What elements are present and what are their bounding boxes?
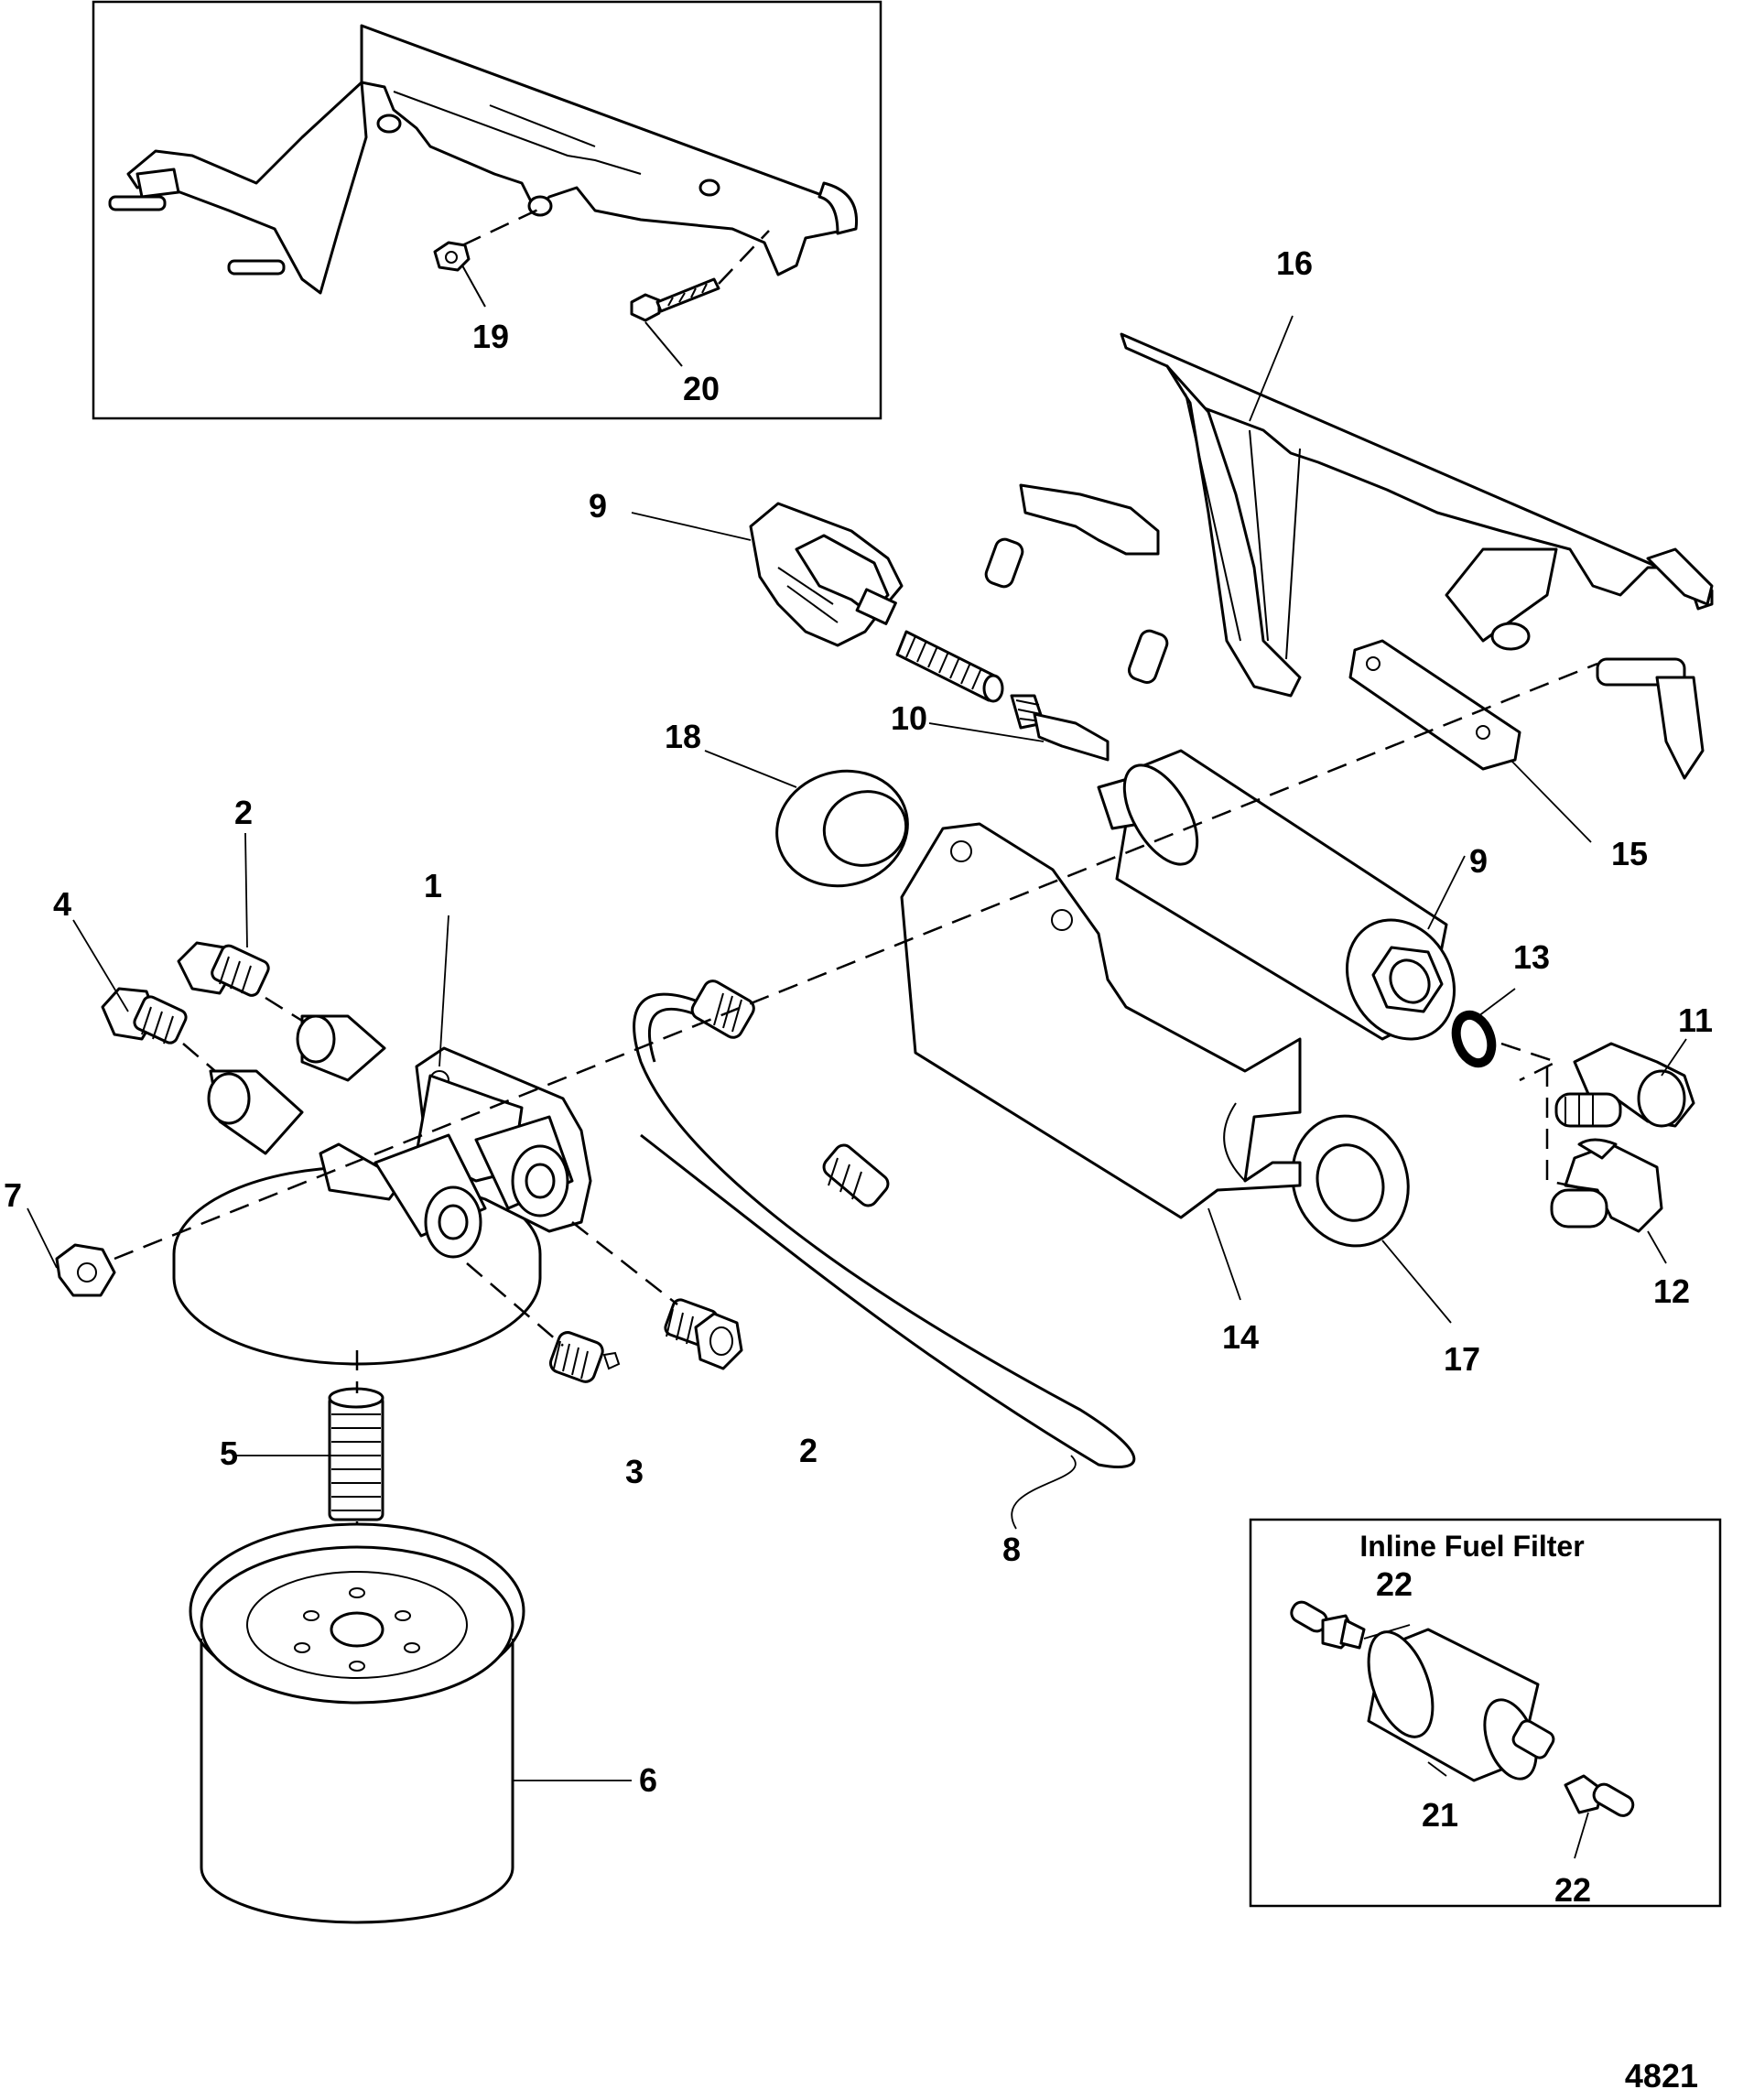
callout-13: 13 xyxy=(1513,938,1550,976)
port-right-b xyxy=(474,1115,574,1218)
connector-9-part xyxy=(749,502,904,647)
callout-7: 7 xyxy=(4,1176,22,1214)
callout-20: 20 xyxy=(683,370,720,407)
callout-22-lower: 22 xyxy=(1554,1871,1591,1909)
callout-15: 15 xyxy=(1611,835,1648,872)
callout-2-upper: 2 xyxy=(234,794,253,831)
o-ring-13-part xyxy=(1451,1010,1497,1068)
nipple-5-part xyxy=(328,1387,384,1521)
inline-fuel-filter-21-part xyxy=(1367,1628,1555,1782)
callout-8: 8 xyxy=(1002,1531,1021,1568)
filter-canister-6-part xyxy=(189,1522,525,1924)
elbow-fitting-11-part xyxy=(1554,1042,1695,1128)
plug-4-part xyxy=(101,987,188,1045)
callout-3: 3 xyxy=(625,1453,644,1490)
plug-2-upper-part xyxy=(177,941,270,997)
grommet-18-part xyxy=(775,769,909,888)
figure-number: 4821 xyxy=(1625,2057,1698,2095)
terminal-10-part xyxy=(1010,694,1110,762)
callout-17: 17 xyxy=(1444,1340,1480,1378)
filter-head-1-part xyxy=(172,1014,592,1366)
fuel-pump-9-part xyxy=(1097,749,1456,1041)
nut-7-part xyxy=(55,1243,116,1297)
callout-6: 6 xyxy=(639,1761,657,1799)
barb-fitting-22-lower-part xyxy=(1564,1774,1635,1817)
callout-11: 11 xyxy=(1678,1001,1713,1039)
port-left-upper xyxy=(296,1014,386,1082)
screw-20-part xyxy=(630,277,720,322)
callout-18: 18 xyxy=(665,718,701,755)
barb-fitting-22-upper-part xyxy=(1290,1600,1366,1650)
mounting-bracket-14-part xyxy=(900,822,1302,1219)
inset-bracket xyxy=(108,24,859,295)
callout-1: 1 xyxy=(424,867,442,904)
nut-19-part xyxy=(433,241,471,272)
callout-12: 12 xyxy=(1653,1272,1690,1310)
callout-9-pump: 9 xyxy=(1469,842,1488,880)
inset-title: Inline Fuel Filter xyxy=(1359,1530,1584,1563)
inline-filter-inset-frame xyxy=(1249,1518,1722,1908)
callout-9-connector: 9 xyxy=(589,487,607,525)
callout-22-upper: 22 xyxy=(1376,1565,1413,1603)
callout-10: 10 xyxy=(891,699,927,737)
spring-part xyxy=(895,630,1004,703)
plate-15-part xyxy=(1348,639,1521,771)
callout-16: 16 xyxy=(1276,244,1313,282)
plug-2-lower-part xyxy=(664,1298,743,1370)
leader-lines xyxy=(27,315,1687,1859)
bracket-16-part xyxy=(984,332,1714,780)
callout-19: 19 xyxy=(472,318,509,355)
callout-2-lower: 2 xyxy=(799,1432,817,1469)
plug-3-part xyxy=(548,1331,621,1383)
callout-4: 4 xyxy=(53,885,71,923)
grommet-17-part xyxy=(1291,1114,1410,1248)
callout-21: 21 xyxy=(1422,1796,1458,1834)
port-left-lower xyxy=(207,1069,304,1155)
callout-14: 14 xyxy=(1222,1318,1259,1356)
callout-5: 5 xyxy=(220,1434,238,1472)
port-right-a xyxy=(374,1133,487,1259)
upper-inset-frame xyxy=(92,0,882,420)
